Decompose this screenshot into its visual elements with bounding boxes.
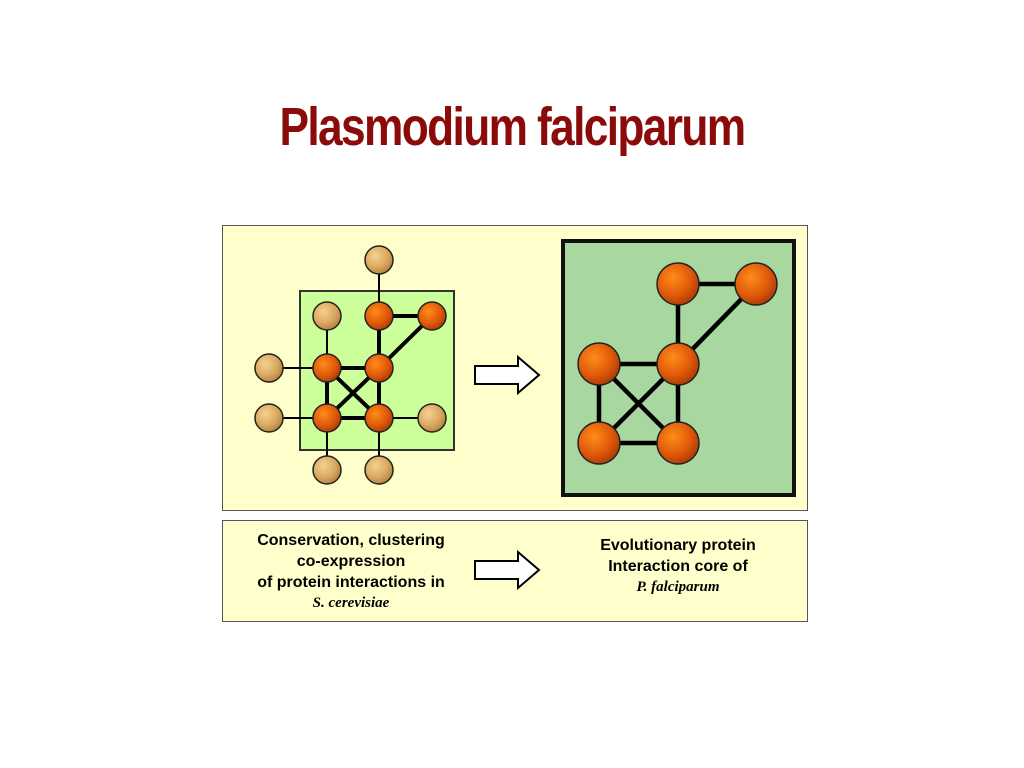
core-node bbox=[312, 353, 342, 383]
core-node bbox=[656, 421, 700, 465]
left-caption-line: Conservation, clustering bbox=[257, 532, 445, 549]
right-caption-line: Interaction core of bbox=[608, 558, 748, 575]
page-title: Plasmodium falciparum bbox=[279, 97, 746, 157]
core-node bbox=[656, 262, 700, 306]
peripheral-node bbox=[254, 403, 284, 433]
left-caption-line: of protein interactions in bbox=[257, 574, 445, 591]
core-node bbox=[312, 403, 342, 433]
core-node bbox=[417, 301, 447, 331]
core-node bbox=[734, 262, 778, 306]
left-caption-line: co-expression bbox=[296, 553, 406, 570]
right-caption-line: Evolutionary protein bbox=[600, 537, 756, 554]
peripheral-node bbox=[312, 301, 342, 331]
peripheral-node bbox=[364, 455, 394, 485]
caption-panel: Conservation, clustering co-expression o… bbox=[222, 520, 808, 622]
peripheral-node bbox=[364, 245, 394, 275]
left-caption-species: S. cerevisiae bbox=[312, 595, 390, 611]
right-arrow-icon bbox=[474, 549, 541, 591]
right-caption-species: P. falciparum bbox=[636, 579, 720, 595]
peripheral-node bbox=[312, 455, 342, 485]
core-node bbox=[577, 421, 621, 465]
right-arrow-icon bbox=[474, 354, 541, 396]
network-diagram-panel bbox=[222, 225, 808, 511]
peripheral-node bbox=[417, 403, 447, 433]
peripheral-node bbox=[254, 353, 284, 383]
right-caption: Evolutionary protein Interaction core of… bbox=[573, 535, 783, 598]
core-node bbox=[364, 353, 394, 383]
core-node bbox=[364, 301, 394, 331]
network-diagram bbox=[254, 239, 796, 497]
core-node bbox=[364, 403, 394, 433]
core-node bbox=[577, 342, 621, 386]
left-caption: Conservation, clustering co-expression o… bbox=[233, 530, 469, 614]
core-node bbox=[656, 342, 700, 386]
